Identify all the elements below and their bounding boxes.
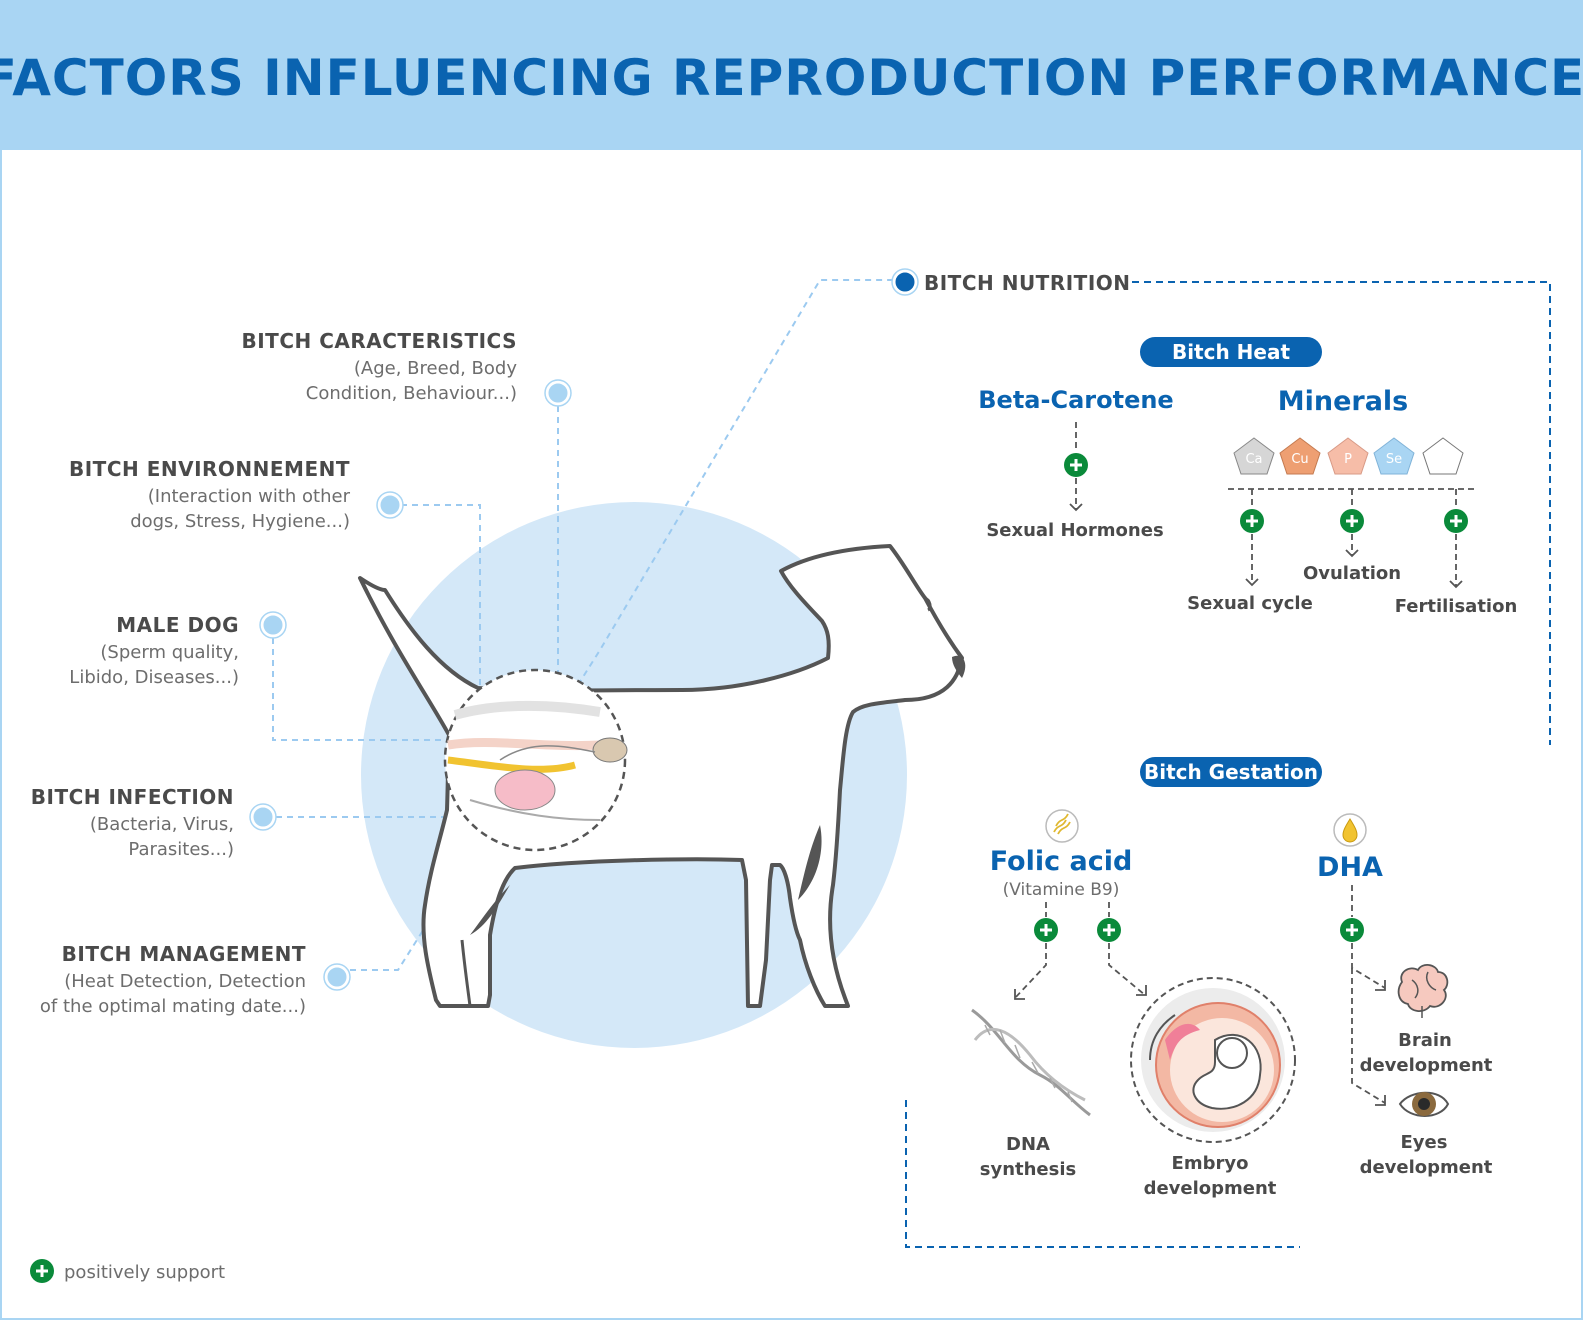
factor-desc: Parasites...)	[128, 839, 234, 860]
factor-title: BITCH CARACTERISTICS	[241, 329, 517, 353]
header-band	[0, 0, 1583, 150]
gestation-pill	[1140, 757, 1322, 787]
positive-support-markers	[1034, 453, 1468, 942]
factor-title: BITCH MANAGEMENT	[62, 942, 306, 966]
heat-label: Bitch Heat	[1172, 340, 1291, 364]
plus-icon	[1034, 918, 1058, 942]
factor-connectors	[272, 279, 893, 971]
dna-label: synthesis	[980, 1159, 1077, 1180]
svg-text:Cu: Cu	[1291, 452, 1308, 467]
factor-dots	[249, 379, 572, 991]
eyes-label: development	[1360, 1157, 1493, 1178]
dna-icon	[971, 1008, 1091, 1117]
plus-icon	[1340, 918, 1364, 942]
dha-title: DHA	[1317, 852, 1383, 883]
plus-icon	[1240, 509, 1264, 533]
factor-management: BITCH MANAGEMENT (Heat Detection, Detect…	[40, 942, 306, 1017]
folic-acid-icon	[1045, 809, 1079, 843]
brain-label: Brain	[1398, 1030, 1452, 1051]
nutrition-bracket-bottom	[905, 1100, 1300, 1248]
page-title: FACTORS INFLUENCING REPRODUCTION PERFORM…	[0, 49, 1583, 107]
embryo-label: Embryo	[1172, 1153, 1249, 1174]
factor-characteristics: BITCH CARACTERISTICS (Age, Breed, Body C…	[241, 329, 517, 404]
factor-desc: of the optimal mating date...)	[40, 996, 306, 1017]
mineral-ca-icon	[1233, 437, 1275, 475]
eye-icon	[1398, 1091, 1450, 1117]
svg-text:P: P	[1344, 452, 1352, 467]
factor-infection: BITCH INFECTION (Bacteria, Virus, Parasi…	[31, 785, 234, 860]
gestation-label: Bitch Gestation	[1144, 760, 1318, 784]
factor-desc: (Bacteria, Virus,	[90, 814, 234, 835]
factor-title: BITCH ENVIRONNEMENT	[69, 457, 350, 481]
factor-title: BITCH INFECTION	[31, 785, 234, 809]
factor-male-dog: MALE DOG (Sperm quality, Libido, Disease…	[69, 613, 239, 688]
embryo-icon	[1130, 977, 1296, 1143]
factor-desc: (Interaction with other	[148, 486, 351, 507]
factor-desc: (Age, Breed, Body	[354, 358, 517, 379]
reproductive-organs-inset	[443, 668, 628, 852]
fertilisation-label: Fertilisation	[1395, 596, 1518, 617]
factor-title: MALE DOG	[116, 613, 239, 637]
mineral-p-icon	[1327, 437, 1369, 475]
nutrition-title: BITCH NUTRITION	[924, 271, 1131, 295]
sexual-hormones-label: Sexual Hormones	[986, 520, 1163, 541]
legend-label: positively support	[64, 1262, 225, 1283]
minerals-row: Ca Cu P Se	[1233, 437, 1464, 475]
nutrition-dot	[892, 269, 918, 295]
factor-desc: (Heat Detection, Detection	[64, 971, 306, 992]
factor-desc: dogs, Stress, Hygiene...)	[130, 511, 350, 532]
folic-acid-title: Folic acid	[990, 846, 1133, 877]
sexual-cycle-label: Sexual cycle	[1187, 593, 1313, 614]
folic-acid-subtitle: (Vitamine B9)	[1003, 880, 1120, 900]
factor-desc: Condition, Behaviour...)	[306, 383, 517, 404]
mineral-cu-icon	[1279, 437, 1321, 475]
dog-illustration	[358, 544, 966, 1008]
brain-icon	[1397, 964, 1449, 1018]
plus-icon	[1444, 509, 1468, 533]
ovulation-label: Ovulation	[1303, 563, 1401, 584]
nutrition-bracket-top	[1132, 281, 1551, 745]
mineral-se-icon	[1373, 437, 1415, 475]
svg-text:Se: Se	[1386, 452, 1402, 467]
factor-desc: (Sperm quality,	[100, 642, 239, 663]
plus-icon	[1064, 453, 1088, 477]
minerals-title: Minerals	[1278, 386, 1409, 417]
plus-icon	[1097, 918, 1121, 942]
factor-environment: BITCH ENVIRONNEMENT (Interaction with ot…	[69, 457, 351, 532]
beta-carotene-title: Beta-Carotene	[978, 386, 1173, 414]
factor-desc: Libido, Diseases...)	[69, 667, 239, 688]
brain-label: development	[1360, 1055, 1493, 1076]
plus-icon	[30, 1259, 54, 1283]
heat-pill	[1140, 337, 1322, 367]
legend: positively support	[30, 1259, 225, 1283]
svg-text:Ca: Ca	[1245, 452, 1262, 467]
embryo-label: development	[1144, 1178, 1277, 1199]
dna-label: DNA	[1006, 1134, 1050, 1155]
mineral-blank-icon	[1422, 437, 1464, 475]
eyes-label: Eyes	[1401, 1132, 1448, 1153]
plus-icon	[1340, 509, 1364, 533]
